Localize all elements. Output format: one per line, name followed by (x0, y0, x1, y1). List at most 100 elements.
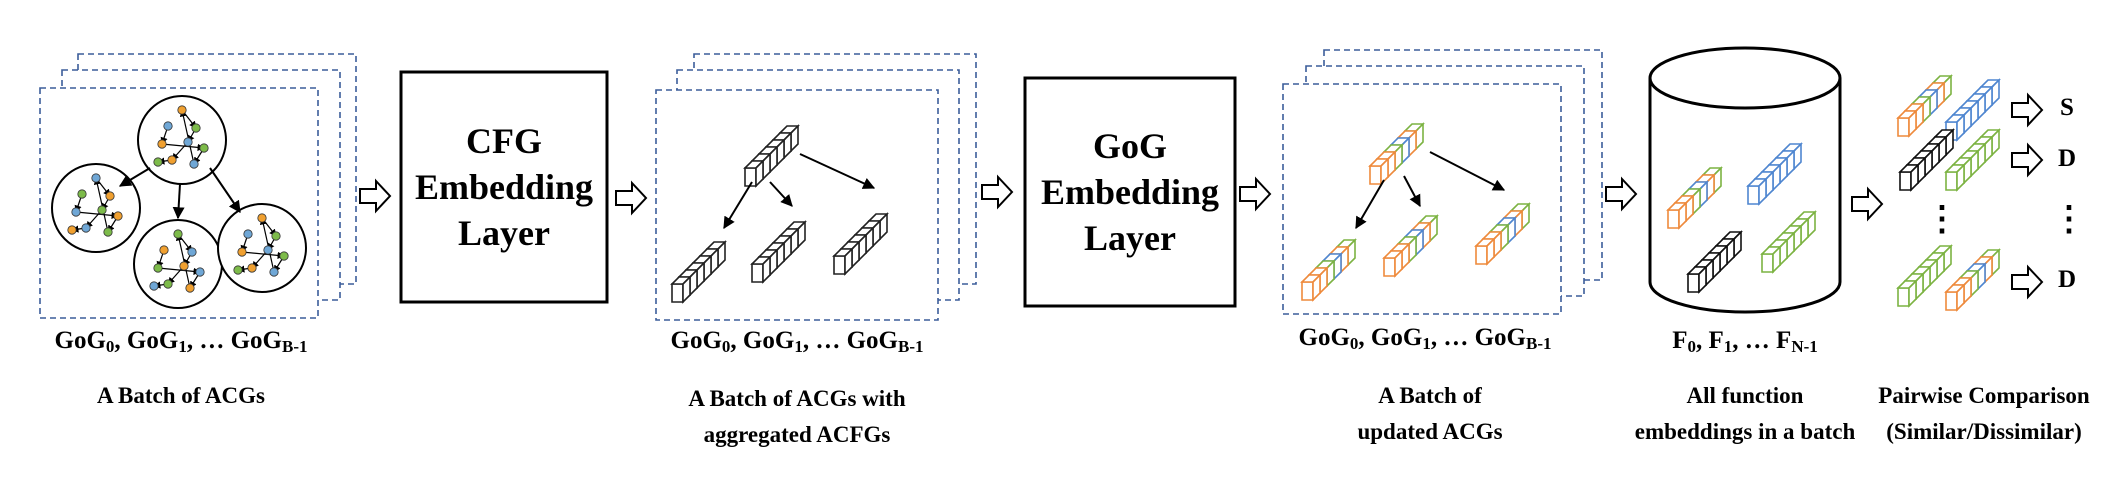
acg-batch-stack (39, 53, 357, 319)
cfg-node (179, 261, 189, 271)
tree-edge-arrow (769, 181, 793, 207)
transition-arrow (359, 178, 392, 214)
pairwise-embedding-pairs (1896, 74, 2001, 312)
updated-batch-stack (1282, 49, 1603, 315)
tree-edge-arrow (1403, 175, 1421, 208)
transition-arrow (981, 174, 1014, 210)
cfg-node (269, 267, 279, 277)
acfg-batch-caption: A Batch of ACGs with aggregated ACFGs (688, 386, 906, 447)
cfg-node (153, 263, 163, 273)
cfg-embedding-layer-label: CFG Embedding Layer (414, 121, 594, 253)
cfg-node (71, 207, 81, 217)
acfg-batch-stack (655, 53, 977, 321)
pair-left-embedding (1898, 128, 1955, 192)
result-similar-label: S (2060, 94, 2074, 121)
child-acfg-embedding (670, 240, 727, 304)
cfg-node (173, 229, 183, 239)
cfg-node (167, 155, 177, 165)
pair-left-embedding (1896, 244, 1953, 308)
function-embedding (1746, 142, 1803, 206)
cfg-node (113, 211, 123, 221)
cfg-node (257, 213, 267, 223)
acg-batch-graph-list: GoG0, GoG1, … GoGB-1 (54, 327, 308, 356)
results-ellipsis: ⋮ (2052, 201, 2086, 238)
cfg-graph-circle (217, 203, 307, 293)
cfg-node (279, 251, 289, 261)
cfg-node (233, 265, 243, 275)
updated-embedding-tree (1300, 122, 1531, 302)
result-arrow (2011, 92, 2044, 128)
gog-embedding-layer-box (1023, 76, 1237, 308)
tree-edge-arrow (1355, 179, 1385, 230)
function-store-caption: All function embeddings in a batch (1634, 383, 1856, 444)
cfg-graph-circle (51, 163, 141, 253)
cfg-node (81, 223, 91, 233)
cfg-node (195, 267, 205, 277)
cfg-node (67, 225, 77, 235)
child-acfg-embedding (750, 220, 807, 284)
acfg-batch-graph-list: GoG0, GoG1, … GoGB-1 (670, 327, 924, 356)
cfg-embedding-layer-box (399, 70, 609, 304)
function-embedding-blocks (1666, 142, 1817, 294)
cfg-node (271, 231, 281, 241)
acg-graph-of-graphs (51, 95, 307, 309)
child-updated-embedding (1300, 238, 1357, 302)
child-updated-embedding (1474, 202, 1531, 266)
cfg-node (163, 279, 173, 289)
gog-embedding-layer-label: GoG Embedding Layer (1040, 126, 1220, 258)
cfg-node (183, 137, 193, 147)
gog-edge-arrow (118, 167, 151, 187)
result-dissimilar-label-1: D (2057, 145, 2077, 172)
function-embedding (1686, 230, 1743, 294)
cfg-node (159, 245, 169, 255)
tree-edge-arrow (1429, 151, 1506, 191)
pair-right-embedding (1944, 248, 2001, 312)
tree-edge-arrow (723, 181, 753, 230)
root-acfg-embedding (743, 124, 800, 188)
pair-right-embedding (1944, 78, 2001, 142)
transition-arrow (1851, 186, 1884, 222)
function-list: F0, F1, … FN-1 (1672, 327, 1818, 356)
cfg-node (105, 191, 115, 201)
cfg-node (149, 281, 159, 291)
cfg-node (237, 247, 247, 257)
cfg-node (189, 159, 199, 169)
pair-right-embedding (1944, 128, 2001, 192)
function-store-cylinder (1648, 46, 1842, 314)
gog-edge-arrow (209, 167, 241, 213)
function-embedding (1760, 210, 1817, 274)
acfg-embedding-tree (670, 124, 889, 304)
cfg-node (157, 139, 167, 149)
transition-arrow (1239, 176, 1272, 212)
cfg-node (163, 121, 173, 131)
result-dissimilar-label-2: D (2057, 266, 2077, 293)
updated-batch-graph-list: GoG0, GoG1, … GoGB-1 (1298, 324, 1552, 353)
tree-edge-arrow (799, 153, 876, 189)
cfg-node (247, 263, 257, 273)
cfg-node (191, 123, 201, 133)
child-updated-embedding (1382, 214, 1439, 278)
result-arrow (2011, 142, 2044, 178)
result-arrow (2011, 264, 2044, 300)
root-updated-embedding (1368, 122, 1425, 186)
cfg-node (153, 157, 163, 167)
function-embedding (1666, 166, 1723, 230)
cfg-node (263, 245, 273, 255)
cfg-node (187, 247, 197, 257)
transition-arrow (1605, 176, 1638, 212)
updated-batch-caption: A Batch of updated ACGs (1357, 383, 1503, 444)
cfg-graph-circle (133, 219, 223, 309)
cfg-node (97, 205, 107, 215)
pair-left-embedding (1896, 74, 1953, 138)
cfg-node (77, 189, 87, 199)
stage-transition-arrows (359, 92, 2044, 300)
cfg-node (199, 143, 209, 153)
cfg-node (243, 229, 253, 239)
pairs-ellipsis: ⋮ (1925, 201, 1959, 238)
cfg-node (91, 173, 101, 183)
child-acfg-embedding (832, 212, 889, 276)
cfg-node (185, 283, 195, 293)
acg-batch-caption: A Batch of ACGs (96, 383, 266, 408)
transition-arrow (615, 180, 648, 216)
